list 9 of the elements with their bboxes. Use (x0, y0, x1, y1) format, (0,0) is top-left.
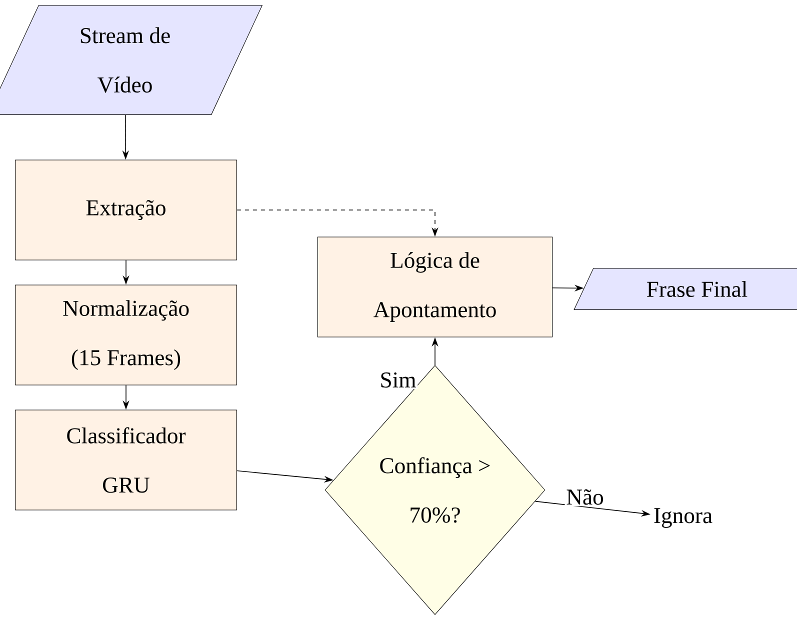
input-parallelogram: Stream de Vídeo (0, 5, 263, 115)
process-box: Normalização (15 Frames) (15, 284, 237, 386)
process-box: Lógica de Apontamento (317, 236, 553, 338)
process-box: Classificador GRU (15, 410, 237, 510)
edge-label: Sim (378, 371, 418, 389)
edge-label: Não (564, 488, 606, 506)
output-parallelogram: Frase Final (574, 268, 797, 310)
result-text: Ignora (654, 508, 712, 528)
process-box: Extração (15, 160, 237, 260)
